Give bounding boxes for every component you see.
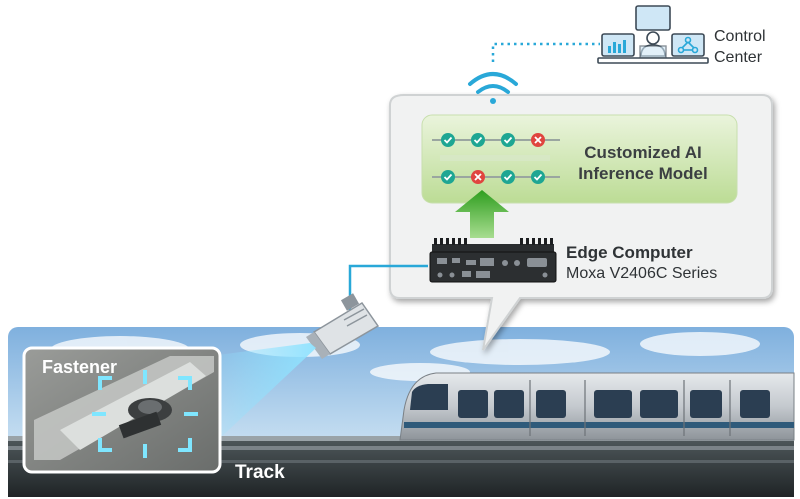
ai-model-line-1: Customized AI <box>584 143 701 162</box>
monitor-icon <box>635 5 671 31</box>
fastener-clip <box>118 398 172 439</box>
train <box>399 372 795 441</box>
control-center-line-1: Control <box>714 28 766 45</box>
control-center-line-2: Center <box>714 49 763 66</box>
fastener-inset <box>22 346 222 474</box>
check-icon <box>531 170 545 184</box>
check-icon <box>501 170 515 184</box>
edge-computer-device <box>429 238 557 283</box>
edge-computer-model: Moxa V2406C Series <box>566 265 717 282</box>
chart-icon <box>608 40 626 53</box>
camera-icon <box>306 293 380 359</box>
check-icon <box>501 133 515 147</box>
check-icon <box>441 170 455 184</box>
camera-beam <box>218 343 316 440</box>
check-icon <box>471 133 485 147</box>
upload-arrow <box>455 190 509 238</box>
check-icon <box>441 133 455 147</box>
wifi-icon <box>468 72 518 104</box>
edge-computer-title: Edge Computer <box>566 243 693 262</box>
fastener-label: Fastener <box>42 357 117 377</box>
inference-results-row-2 <box>441 170 545 184</box>
ai-inference-panel: Customized AI Inference Model <box>421 114 738 204</box>
cross-icon <box>471 170 485 184</box>
target-bracket-icon <box>92 370 198 458</box>
control-center-icon <box>597 5 709 64</box>
operator-icon <box>639 31 667 59</box>
network-icon <box>677 36 699 54</box>
track-label: Track <box>235 462 285 483</box>
train-windows <box>410 384 770 418</box>
inference-results-row-1 <box>441 133 545 147</box>
ai-model-line-2: Inference Model <box>578 164 707 183</box>
cross-icon <box>531 133 545 147</box>
wireless-link-line <box>491 42 600 62</box>
